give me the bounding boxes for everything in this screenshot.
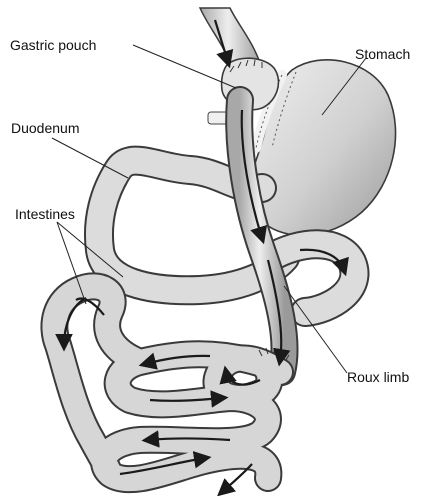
leader-gastric-pouch (133, 45, 236, 88)
label-gastric-pouch: Gastric pouch (10, 38, 96, 52)
label-roux-limb: Roux limb (347, 370, 409, 384)
label-intestines: Intestines (15, 207, 75, 221)
label-duodenum: Duodenum (11, 121, 80, 135)
label-stomach: Stomach (355, 47, 410, 61)
